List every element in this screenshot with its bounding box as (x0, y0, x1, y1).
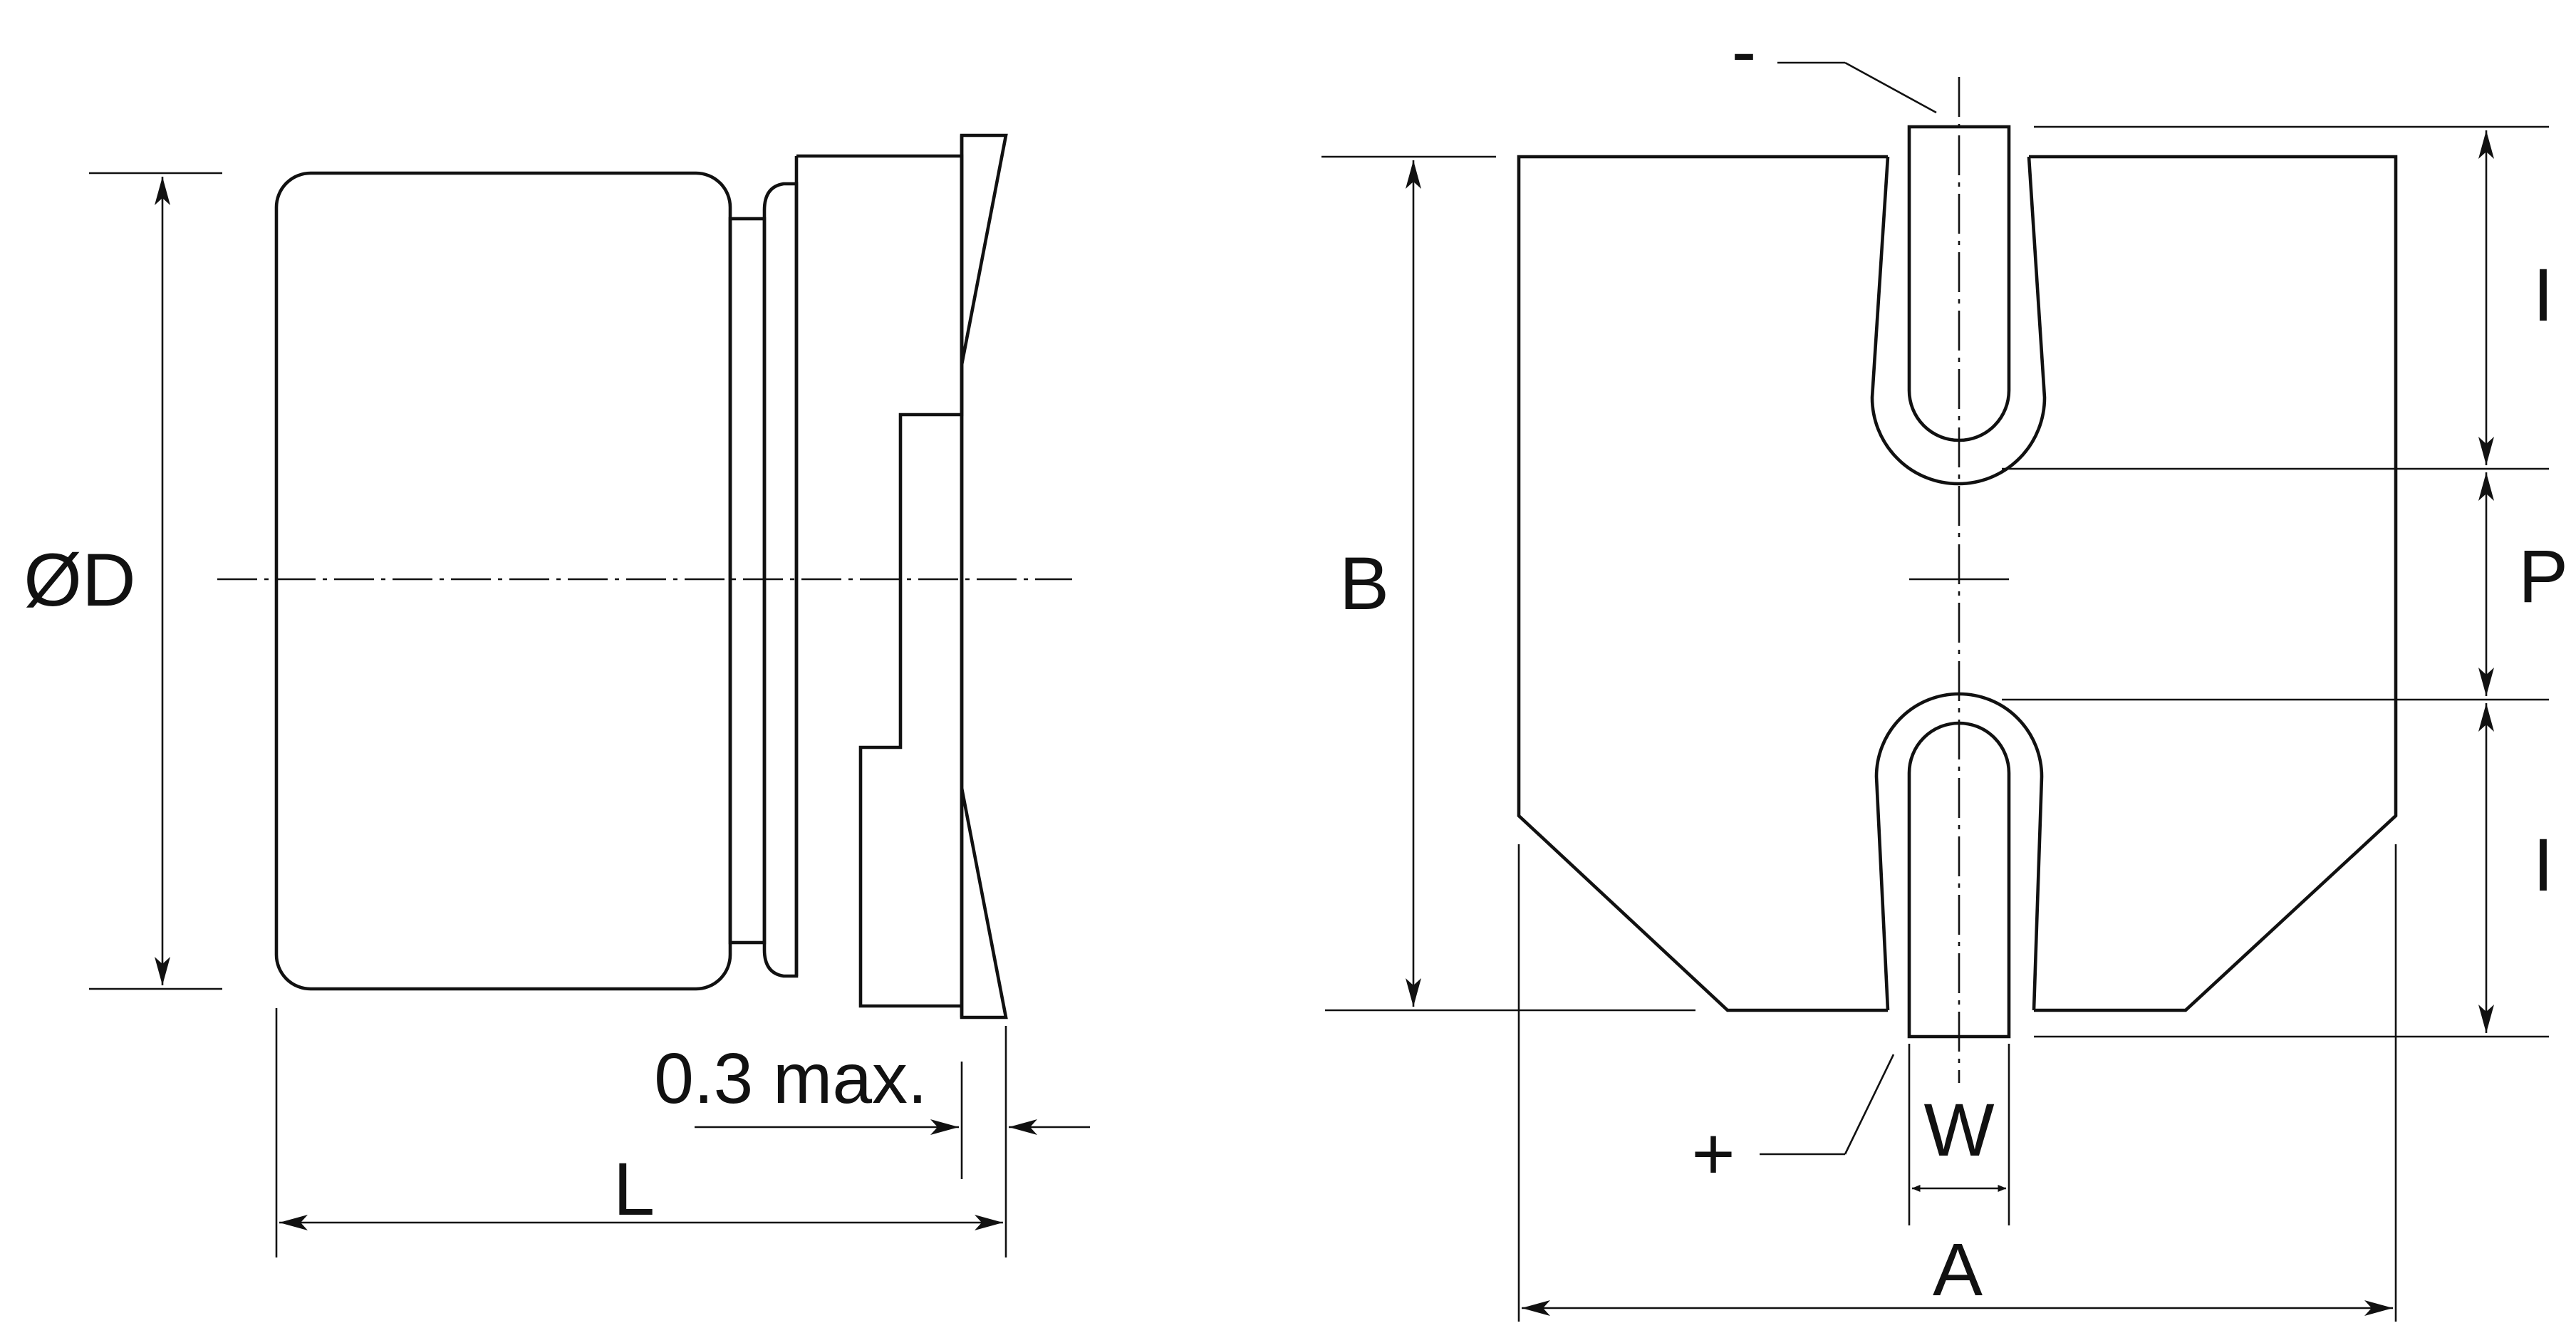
terminal-width-label: W (1923, 1089, 1994, 1172)
dimension-length: L (275, 1008, 1007, 1257)
dimension-tolerance: 0.3 max. (654, 1039, 1090, 1179)
height-b-label: B (1339, 542, 1389, 626)
negative-label: - (1732, 10, 1757, 93)
width-a-label: A (1933, 1228, 1983, 1312)
diameter-label: ØD (24, 539, 136, 622)
terminal-length-top-label: I (2533, 254, 2553, 337)
terminal-strip (960, 133, 1008, 1020)
length-label: L (613, 1148, 655, 1231)
negative-terminal (1907, 125, 2011, 442)
dimension-terminal-width: W (1908, 1044, 2010, 1225)
polarity-markers: - + (1691, 10, 1937, 1195)
dimension-diameter: ØD (24, 172, 222, 990)
positive-label: + (1691, 1112, 1735, 1195)
upper-slot (1870, 156, 2047, 486)
pitch-label: P (2518, 535, 2568, 618)
terminal-length-bottom-label: I (2533, 824, 2553, 907)
capacitor-neck (728, 217, 767, 945)
positive-terminal (1907, 721, 2011, 1039)
dimension-height-b: B (1321, 155, 1695, 1012)
bottom-view (1517, 77, 2398, 1083)
tolerance-label: 0.3 max. (654, 1039, 928, 1119)
base-plate (796, 154, 964, 1008)
dimension-terminal-lengths: I P I (2002, 125, 2568, 1038)
dimension-width-a: A (1517, 844, 2397, 1322)
capacitor-body (274, 171, 732, 991)
side-view (217, 133, 1072, 1020)
base-outline (1517, 155, 1888, 1012)
